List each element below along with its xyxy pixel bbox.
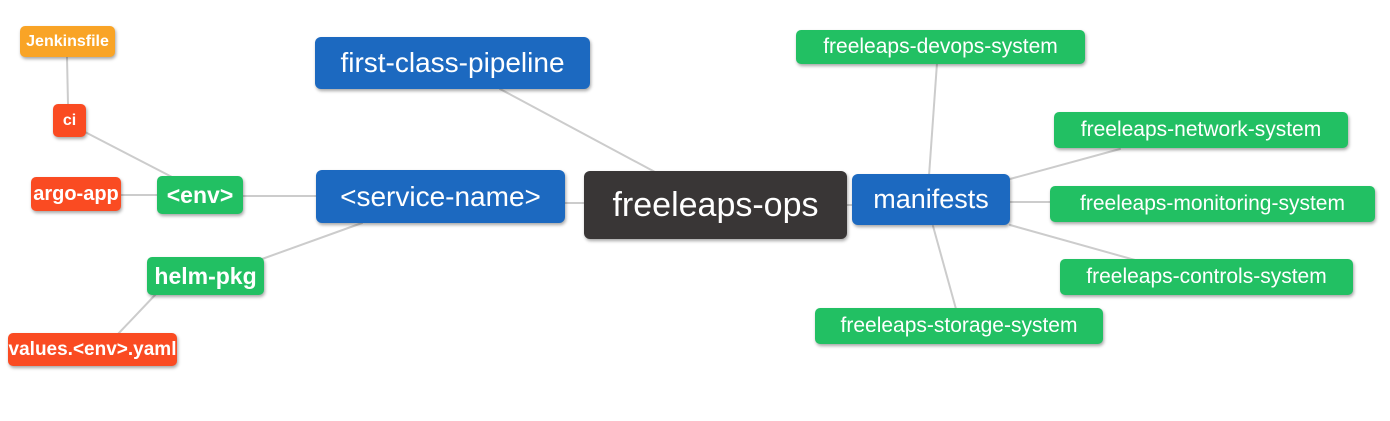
node-ci[interactable]: ci (53, 104, 86, 137)
edge-ci-env (84, 131, 173, 178)
node-freeleaps-monitoring-system[interactable]: freeleaps-monitoring-system (1050, 186, 1375, 222)
edge-manifests-controls (1009, 224, 1136, 261)
edge-pipeline-root (499, 88, 656, 173)
node-values-env-yaml[interactable]: values.<env>.yaml (8, 333, 177, 366)
edge-service-name-helm-pkg (261, 222, 363, 260)
node-freeleaps-storage-system[interactable]: freeleaps-storage-system (815, 308, 1103, 344)
edge-manifests-storage (932, 225, 957, 310)
node-env[interactable]: <env> (157, 176, 243, 214)
node-jenkinsfile[interactable]: Jenkinsfile (20, 26, 115, 57)
node-freeleaps-devops-system[interactable]: freeleaps-devops-system (796, 30, 1085, 64)
edge-manifests-devops (928, 62, 938, 177)
node-service-name[interactable]: <service-name> (316, 170, 565, 223)
node-freeleaps-network-system[interactable]: freeleaps-network-system (1054, 112, 1348, 148)
edge-helm-pkg-values-yaml (117, 293, 157, 335)
edge-manifests-network (1009, 148, 1121, 180)
node-freeleaps-ops-root[interactable]: freeleaps-ops (584, 171, 847, 239)
edge-jenkinsfile-ci (66, 56, 69, 105)
node-first-class-pipeline[interactable]: first-class-pipeline (315, 37, 590, 89)
node-freeleaps-controls-system[interactable]: freeleaps-controls-system (1060, 259, 1353, 295)
node-helm-pkg[interactable]: helm-pkg (147, 257, 264, 295)
node-manifests[interactable]: manifests (852, 174, 1010, 225)
node-argo-app[interactable]: argo-app (31, 177, 121, 211)
